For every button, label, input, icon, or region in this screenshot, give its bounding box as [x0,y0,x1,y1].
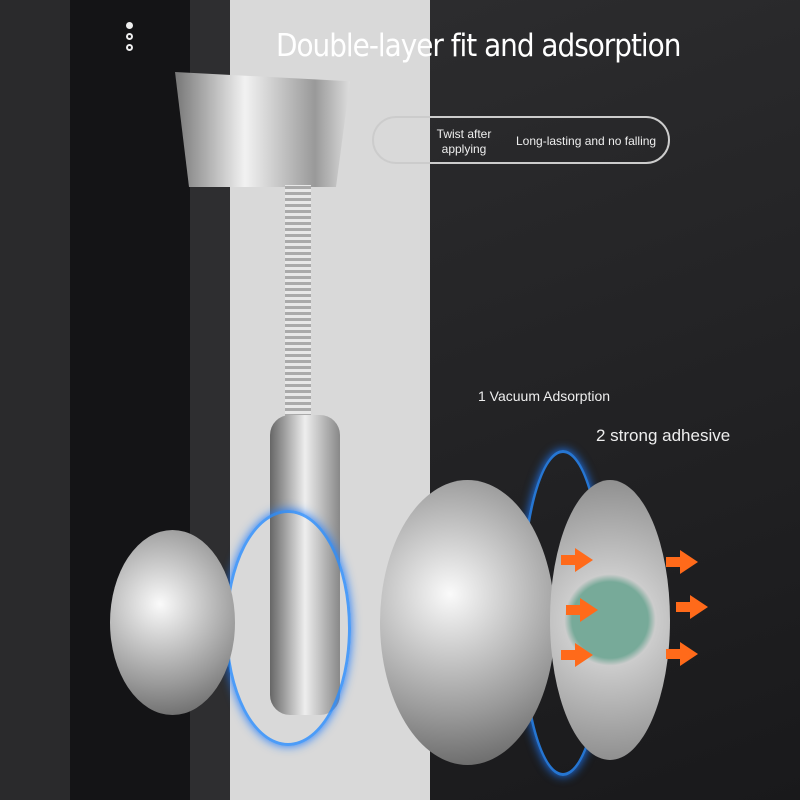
callout-result: Long-lasting and no falling [516,134,657,148]
headline: Double-layer fit and adsorption [276,28,681,64]
carousel-dot[interactable] [126,33,133,40]
adhesive-label: 2 strong adhesive [596,426,731,445]
arrow-icon [566,598,598,622]
callout-pill: Twist after applying Long-lasting and no… [372,116,670,164]
carousel-dot[interactable] [126,44,133,51]
flexible-hose [285,185,311,435]
adhesive-pad [550,480,670,760]
arrow-icon [561,548,593,572]
base-part [380,480,555,765]
glow-ring [225,510,351,746]
carousel-indicator[interactable] [126,22,133,51]
arrow-icon [676,595,708,619]
callout-step: Twist after applying [436,127,492,156]
arrow-icon [666,642,698,666]
shower-holder-head [175,72,350,187]
knob-part [110,530,235,715]
carousel-dot[interactable] [126,22,133,29]
arrow-icon [666,550,698,574]
arrow-icon [561,643,593,667]
vacuum-label: 1 Vacuum Adsorption [478,388,611,404]
